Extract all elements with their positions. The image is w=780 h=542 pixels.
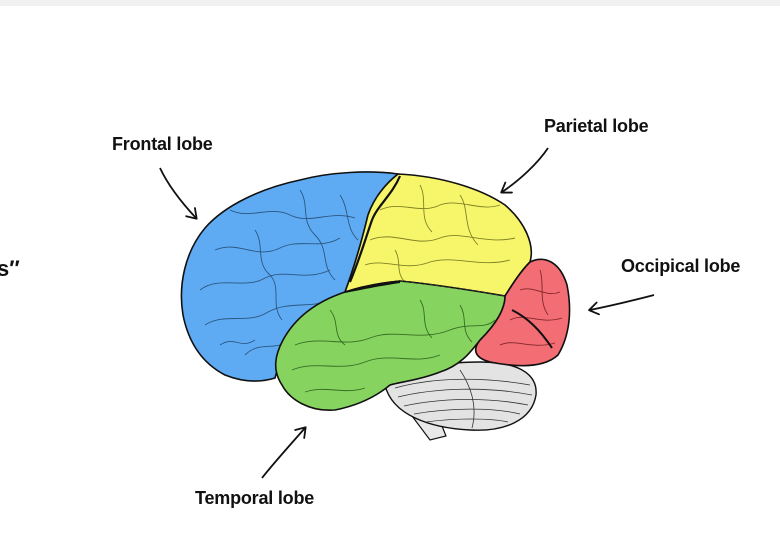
occipital-lobe-label: Occipical lobe xyxy=(621,256,741,276)
occipital-arrow xyxy=(588,294,655,316)
cerebellum xyxy=(384,361,537,431)
temporal-arrow xyxy=(261,426,307,479)
parietal-lobe-label: Parietal lobe xyxy=(544,116,649,136)
occipital-lobe-region xyxy=(474,258,571,367)
temporal-lobe-label: Temporal lobe xyxy=(195,488,315,508)
frontal-arrow xyxy=(159,167,198,220)
parietal-arrow xyxy=(500,147,549,194)
cropped-edge-text: s″ xyxy=(0,256,20,281)
top-bar xyxy=(0,0,780,6)
frontal-lobe-label: Frontal lobe xyxy=(112,134,213,154)
temporal-lobe-region xyxy=(274,280,506,411)
